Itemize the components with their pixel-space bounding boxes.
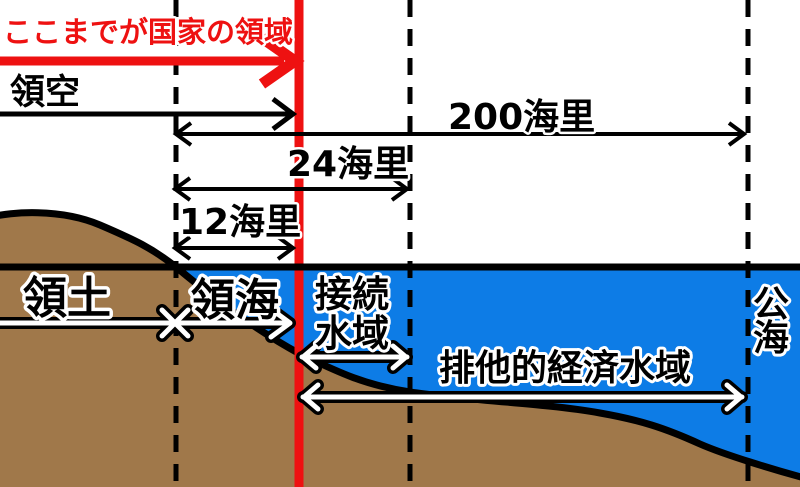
national-territory-title: ここまでが国家の領域 — [3, 15, 293, 49]
contiguous-zone-label-line2: 水域 — [315, 312, 389, 355]
contiguous-zone-arrow — [296, 340, 413, 374]
12nm-arrow — [171, 235, 297, 261]
high-seas-label-char1: 公 — [753, 284, 789, 325]
24nm-label: 24海里 — [287, 144, 409, 185]
eez-label: 排他的経済水域 — [439, 348, 691, 389]
territory-sea-arrow — [0, 303, 296, 343]
land-seabed-shape — [0, 209, 800, 487]
airspace-arrow — [0, 97, 298, 131]
eez-arrow — [297, 379, 748, 415]
200nm-label: 200海里 — [448, 97, 595, 138]
12nm-label: 12海里 — [179, 202, 301, 243]
high-seas-label-char2: 海 — [753, 318, 789, 359]
airspace-label: 領空 — [10, 72, 80, 113]
territory-label: 領土 — [23, 273, 111, 324]
contiguous-zone-label-line1: 接続 — [315, 273, 389, 316]
200nm-arrow — [172, 121, 748, 147]
territory-extent-arrow — [0, 33, 305, 89]
24nm-arrow — [171, 176, 411, 202]
territorial-sea-label: 領海 — [191, 275, 279, 326]
